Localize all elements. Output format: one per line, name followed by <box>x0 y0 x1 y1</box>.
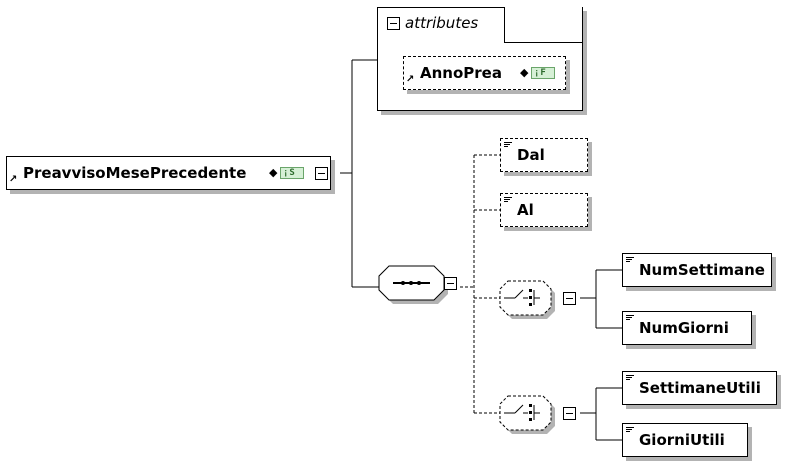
attributes-collapse-toggle[interactable] <box>387 17 400 30</box>
root-collapse-toggle[interactable] <box>315 167 328 180</box>
element-numsettimane[interactable]: NumSettimane <box>622 253 772 287</box>
element-label: Al <box>517 201 534 219</box>
element-numgiorni[interactable]: NumGiorni <box>622 311 752 345</box>
fixed-type-badge: ¡F <box>531 67 555 79</box>
element-doc-icon <box>504 142 512 150</box>
element-label: GiorniUtili <box>639 431 725 449</box>
type-arrow-icon: ◆ <box>520 66 529 79</box>
element-dal[interactable]: Dal <box>500 138 588 172</box>
element-settimaneutili[interactable]: SettimaneUtili <box>622 371 777 405</box>
attribute-label: AnnoPrea <box>420 64 502 82</box>
reference-arrow-icon: ↗ <box>9 174 18 185</box>
attributes-title: attributes <box>405 14 479 32</box>
element-label: Dal <box>517 146 545 164</box>
root-element-box[interactable]: ↗ PreavvisoMesePrecedente ◆ ¡S <box>6 156 331 190</box>
element-doc-icon <box>626 315 634 323</box>
type-arrow-icon: ◆ <box>269 166 278 179</box>
element-label: SettimaneUtili <box>639 379 761 397</box>
element-doc-icon <box>626 257 634 265</box>
element-label: NumGiorni <box>639 319 729 337</box>
root-element-label: PreavvisoMesePrecedente <box>23 164 247 182</box>
element-label: NumSettimane <box>639 261 765 279</box>
element-doc-icon <box>626 427 634 435</box>
element-giorniutili[interactable]: GiorniUtili <box>622 423 748 457</box>
reference-arrow-icon: ↗ <box>406 74 415 85</box>
attribute-annoprea[interactable]: ↗ AnnoPrea ◆ ¡F <box>403 56 566 90</box>
element-doc-icon <box>504 197 512 205</box>
choice-1-collapse-toggle[interactable] <box>563 292 576 305</box>
element-doc-icon <box>626 375 634 383</box>
attributes-tab <box>377 7 505 43</box>
simple-type-badge: ¡S <box>280 167 304 179</box>
choice-2-collapse-toggle[interactable] <box>563 407 576 420</box>
element-al[interactable]: Al <box>500 193 588 227</box>
sequence-collapse-toggle[interactable] <box>444 277 457 290</box>
